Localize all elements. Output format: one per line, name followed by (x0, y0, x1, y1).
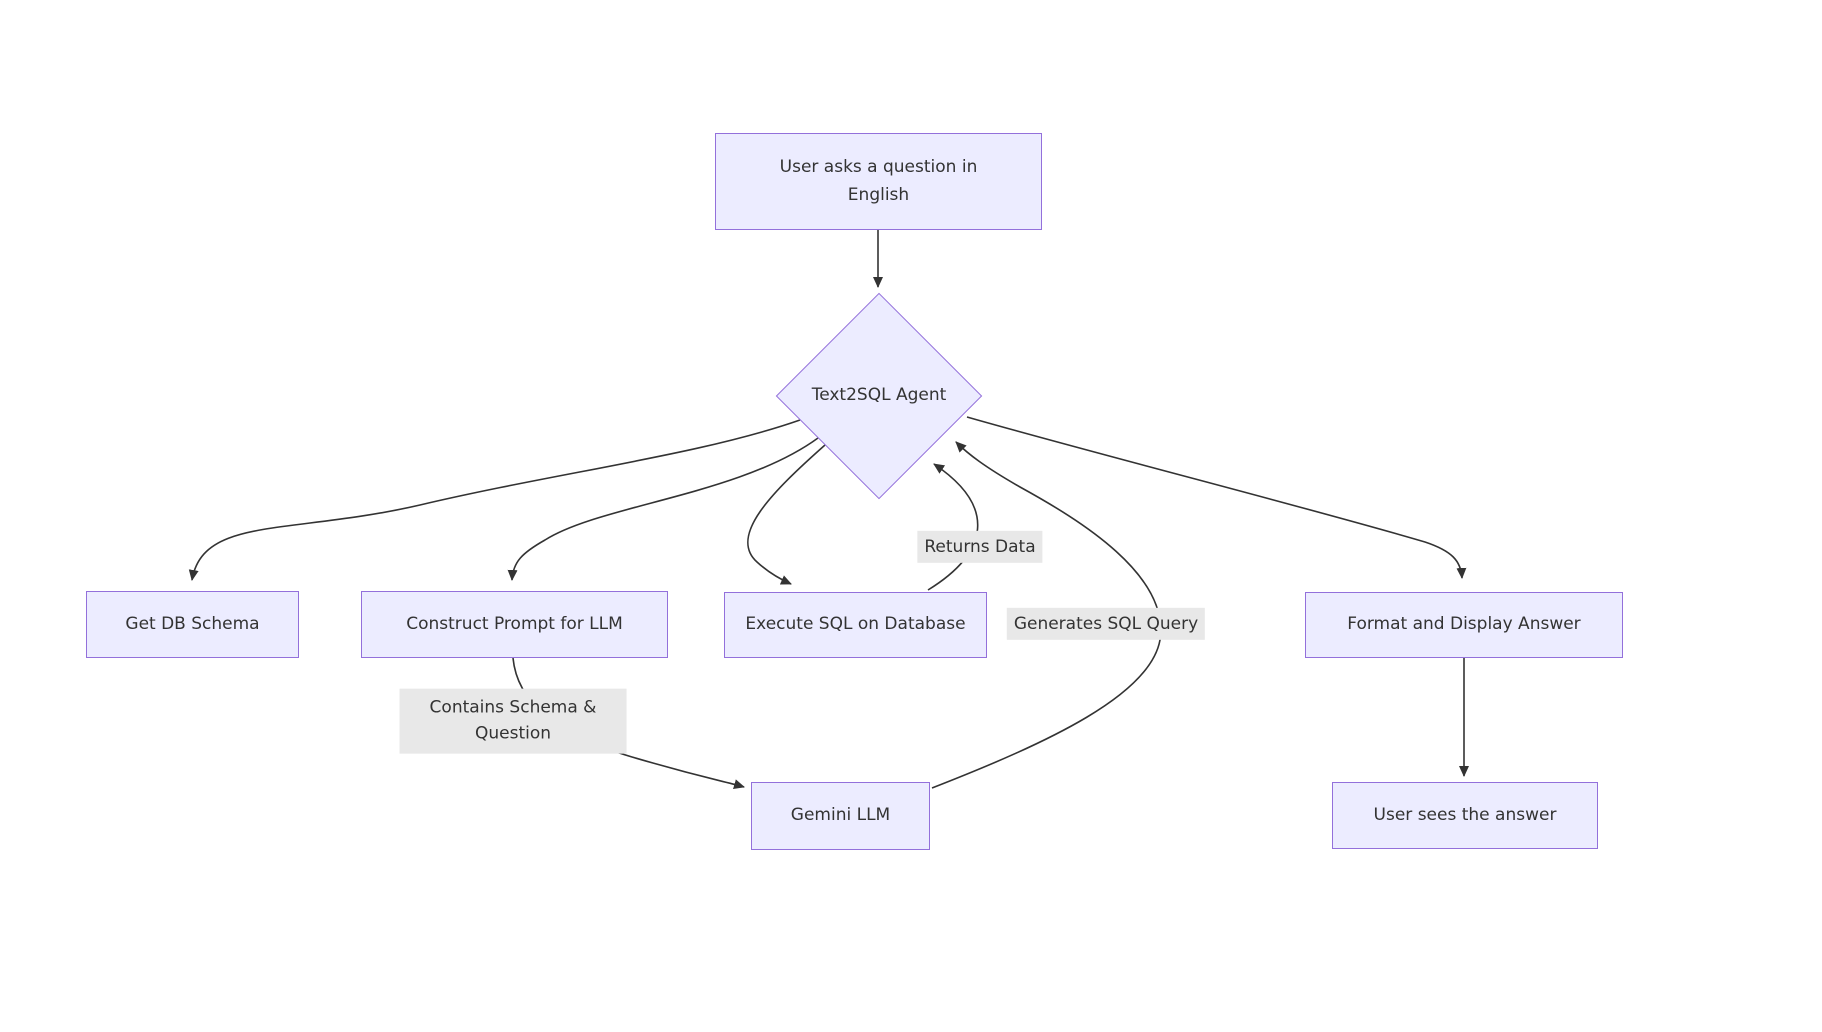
node-format-display: Format and Display Answer (1305, 592, 1623, 658)
edge-label-generates-sql-query: Generates SQL Query (1006, 607, 1206, 641)
node-get-db-schema: Get DB Schema (86, 591, 299, 658)
edge-gemini-to-agent (931, 441, 1162, 789)
node-user-question: User asks a question in English (715, 133, 1042, 230)
node-user-sees-answer: User sees the answer (1332, 782, 1598, 849)
edge-agent-to-schema (188, 419, 801, 581)
edge-agent-to-prompt (507, 437, 819, 581)
edge-agent-to-format (966, 416, 1467, 579)
edge-execute-to-agent (927, 463, 979, 591)
edge-agent-to-execute (746, 444, 826, 585)
edge-label-returns-data: Returns Data (917, 530, 1043, 564)
node-gemini-llm: Gemini LLM (751, 782, 930, 850)
node-execute-sql: Execute SQL on Database (724, 592, 987, 658)
node-text2sql-agent-label: Text2SQL Agent (811, 385, 947, 405)
edge-label-contains-schema-question: Contains Schema & Question (399, 688, 627, 754)
node-construct-prompt: Construct Prompt for LLM (361, 591, 668, 658)
